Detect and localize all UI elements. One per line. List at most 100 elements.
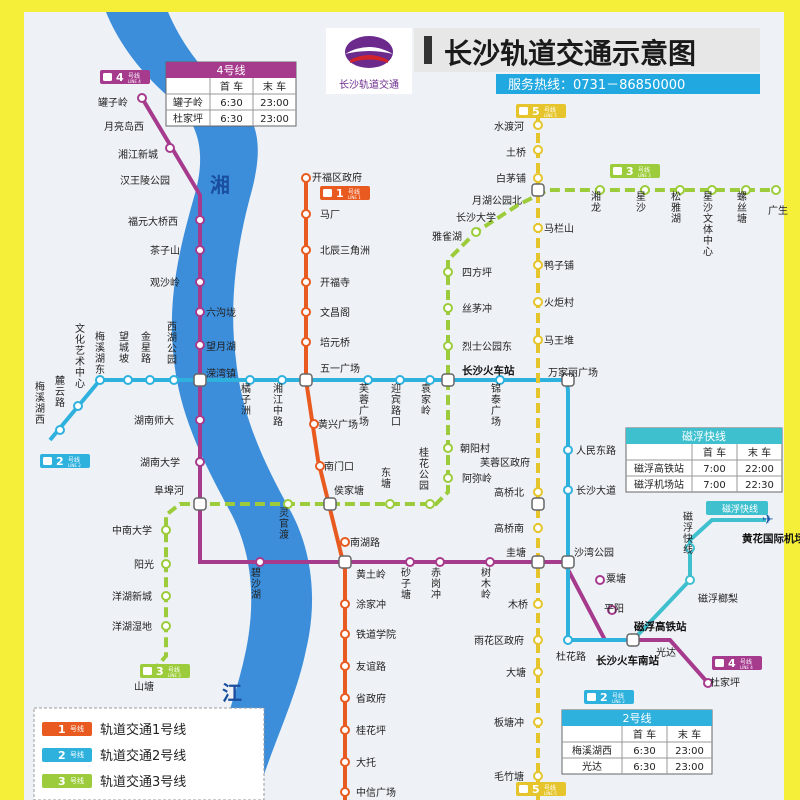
svg-text:号线: 号线 (544, 106, 556, 114)
svg-text:号线: 号线 (740, 658, 752, 666)
station-label-major: 磁浮高铁站 (634, 620, 687, 633)
svg-text:LINE 3: LINE 3 (168, 673, 181, 678)
metro-icon (103, 73, 112, 81)
legend-badge-caption: 号线 (70, 724, 84, 733)
station-label: 木桥 (508, 599, 528, 611)
line-3-path (150, 188, 780, 674)
timetable-header: 首 车 (633, 728, 656, 741)
station-label-vertical: 湘江中路 (273, 382, 283, 428)
station-labels-line-4: 罐子岭 月亮岛西 湘江新城 汉王陵公园 福元大桥西 茶子山 观沙岭 六沟垅 望月… (98, 96, 740, 689)
station-label: 南湖路 (350, 536, 380, 549)
legend-swatch (42, 748, 92, 762)
station-label: 阿弥岭 (462, 472, 492, 485)
station-label-vertical: 芙蓉广场 (359, 382, 369, 428)
station-label: 友谊路 (356, 660, 386, 673)
station-label-vertical: 松雅湖 (671, 190, 681, 225)
station-label: 鸭子铺 (544, 259, 574, 272)
station-label: 阳光 (134, 558, 154, 571)
station-label: 板塘冲 (494, 716, 524, 729)
timetable-cell: 23:00 (675, 746, 704, 757)
svg-text:2: 2 (56, 455, 64, 468)
station-label: 粟塘 (606, 572, 626, 585)
station-label: 望月湖 (206, 340, 236, 353)
station-label: 侯家塘 (334, 484, 364, 497)
station-label: 朝阳村 (460, 442, 490, 455)
station-label-vertical: 星沙文体中心 (703, 191, 713, 258)
station-label: 湖南大学 (140, 456, 180, 469)
station-label: 大托 (356, 756, 376, 769)
metro-logo (345, 36, 393, 68)
svg-text:号线: 号线 (68, 456, 80, 464)
svg-text:LINE 3: LINE 3 (638, 173, 651, 178)
legend-label: 轨道交通2号线 (100, 748, 186, 764)
station-labels-line-3: 山塘 洋湖湿地 洋湖新城 阳光 中南大学 朝阳村 芙蓉区政府 阿弥岭 烈士公园东… (112, 195, 788, 693)
timetable-cell: 杜家坪 (173, 112, 203, 125)
station-label-vertical: 砂子塘 (401, 566, 411, 601)
timetable-cell: 罐子岭 (173, 96, 203, 109)
svg-text:LINE 4: LINE 4 (128, 79, 141, 84)
legend-label: 轨道交通3号线 (100, 774, 186, 790)
metro-icon (715, 659, 724, 667)
station-label: 火炬村 (544, 296, 574, 309)
interchange-markers (193, 183, 640, 647)
timetable-header: 末 车 (263, 80, 286, 93)
station-label: 白茅铺 (496, 172, 526, 185)
station-label: 桂花坪 (356, 724, 386, 737)
svg-text:号线: 号线 (638, 166, 650, 174)
svg-text:4: 4 (116, 71, 124, 84)
timetable-title: 2号线 (623, 711, 652, 725)
station-label: 五一广场 (320, 362, 360, 375)
station-label: 中南大学 (112, 524, 152, 537)
metro-icon (519, 785, 528, 793)
station-label: 山塘 (134, 680, 154, 693)
station-markers (55, 93, 781, 797)
svg-text:号线: 号线 (168, 666, 180, 674)
station-label: 马厂 (320, 209, 340, 221)
station-label: 茶子山 (150, 244, 180, 257)
svg-text:3: 3 (626, 165, 634, 178)
timetable-cell: 7:00 (703, 480, 725, 491)
svg-text:号线: 号线 (348, 188, 360, 196)
station-label-vertical: 赤岗冲 (431, 567, 441, 601)
logo-text: 长沙轨道交通 (339, 78, 399, 91)
station-label-vertical: 湘龙 (591, 190, 601, 214)
header: 长沙轨道交通 长沙轨道交通示意图 服务热线：0731－86850000 (326, 28, 760, 94)
station-label-vertical: 桂花公园 (419, 446, 429, 492)
metro-icon (323, 189, 332, 197)
station-label: 湖南师大 (134, 414, 174, 427)
station-label-vertical: 碧沙湖 (251, 567, 261, 601)
timetable-cell: 7:00 (703, 464, 725, 475)
station-label: 洋湖新城 (112, 590, 152, 603)
station-label: 马栏山 (544, 222, 574, 235)
svg-text:号线: 号线 (612, 692, 624, 700)
timetable-cell: 6:30 (633, 762, 655, 773)
airplane-icon: ✈ (762, 512, 774, 528)
station-label: 文昌阁 (320, 306, 350, 319)
svg-text:4: 4 (728, 657, 736, 670)
station-label-vertical: 橘子洲 (241, 383, 251, 417)
svg-text:号线: 号线 (544, 784, 556, 792)
station-label: 毛竹塘 (494, 770, 524, 783)
legend-label: 轨道交通1号线 (100, 722, 186, 738)
station-label: 万家丽广场 (548, 366, 598, 379)
timetable-title: 4号线 (217, 63, 246, 77)
station-label-vertical: 梅溪湖西 (35, 380, 45, 426)
legend-badge-number: 1 (58, 723, 66, 736)
station-label: 四方坪 (462, 266, 492, 279)
station-label: 平阳 (604, 603, 624, 615)
station-label: 汉王陵公园 (120, 175, 170, 187)
timetable-header: 末 车 (748, 446, 771, 459)
station-label: 光达 (656, 646, 676, 659)
station-label: 长沙大道 (576, 484, 616, 497)
station-label: 高桥南 (494, 522, 524, 535)
timetable-cell: 6:30 (633, 746, 655, 757)
station-label: 丝茅冲 (462, 302, 492, 315)
